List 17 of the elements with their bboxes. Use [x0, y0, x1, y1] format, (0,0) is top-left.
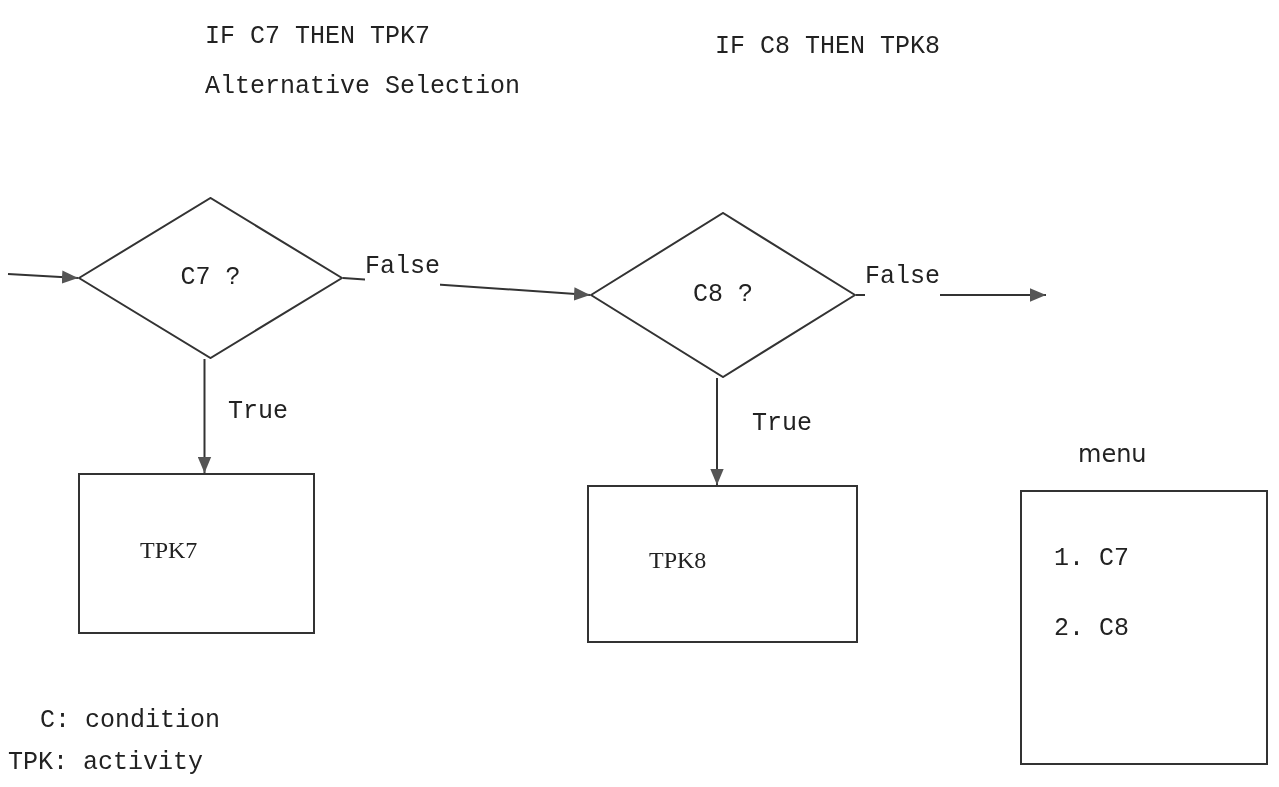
activity-box: [78, 473, 315, 634]
legend-note: TPK: activity: [8, 747, 204, 779]
heading-text: IF C8 THEN TPK8: [715, 31, 941, 63]
menu-heading: menu: [1078, 439, 1147, 470]
arrow: [710, 377, 724, 486]
activity-box: [587, 485, 858, 643]
legend-note: C: condition: [40, 705, 221, 737]
menu-item: 2. C8: [1054, 613, 1129, 645]
arrow: [7, 270, 79, 284]
menu-item: 1. C7: [1054, 543, 1129, 575]
heading-text: Alternative Selection: [205, 71, 521, 103]
activity-text: TPK7: [140, 535, 198, 565]
activity-text: TPK8: [649, 546, 707, 575]
condition-text: C8 ?: [693, 279, 753, 312]
condition-text: C7 ?: [180, 262, 241, 295]
heading-text: IF C7 THEN TPK7: [205, 21, 431, 53]
arrow: [197, 358, 212, 474]
